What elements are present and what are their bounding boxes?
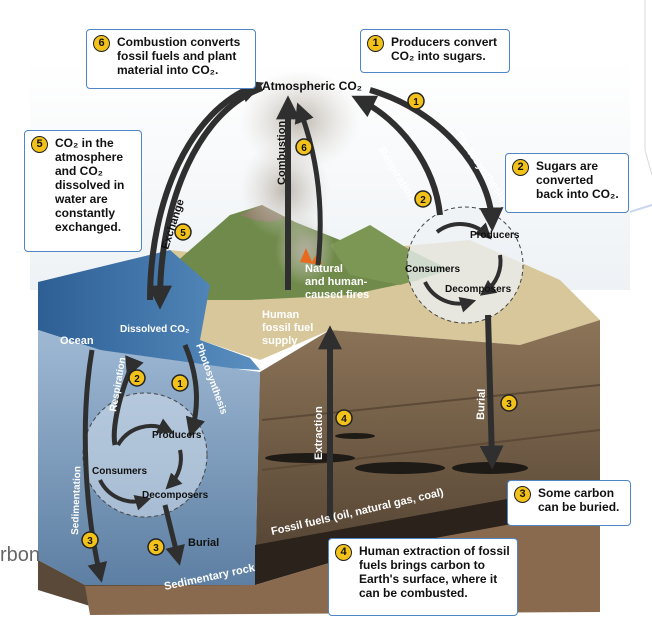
fossil-supply-line2: fossil fuel xyxy=(262,322,313,334)
ocean-cycle-arrow-top xyxy=(116,418,174,447)
fires-label-line2: and human- xyxy=(305,276,368,288)
ocean-label: Ocean xyxy=(60,335,94,347)
fossil-supply-line1: Human xyxy=(262,309,300,321)
callout-6-number: 6 xyxy=(93,35,110,52)
badge-3-sedimentation: 3 xyxy=(81,531,99,549)
fires-label-line3: caused fires xyxy=(305,289,369,301)
page-edge-line xyxy=(644,0,652,176)
svg-text:2: 2 xyxy=(134,374,140,385)
callout-2-text: Sugars are converted back into CO₂. xyxy=(536,159,619,201)
decomposers-land-label: Decomposers xyxy=(445,284,512,295)
photosynthesis-ocean-arrow xyxy=(182,344,206,438)
decomposers-ocean-label: Decomposers xyxy=(142,490,209,501)
producers-ocean-label: Producers xyxy=(152,430,202,441)
fossil-deposit-1 xyxy=(265,453,355,463)
svg-text:1: 1 xyxy=(413,97,419,108)
badge-3-burial: 3 xyxy=(147,538,165,556)
fossil-deposit-3 xyxy=(452,462,528,474)
callout-1-number: 1 xyxy=(367,35,384,52)
callout-2: 2 Sugars are converted back into CO₂. xyxy=(505,153,629,213)
svg-text:3: 3 xyxy=(153,543,159,554)
badge-1-land: 1 xyxy=(407,92,425,110)
dissolved-co2-label: Dissolved CO₂ xyxy=(120,324,189,335)
burial-ocean-arrow xyxy=(162,504,185,566)
photosynthesis-land-arrow xyxy=(369,87,504,232)
badge-6: 6 xyxy=(295,138,313,156)
soil-layer-2 xyxy=(261,429,601,471)
callout-3-number: 3 xyxy=(514,486,531,503)
ocean-cycle-arrow-right xyxy=(165,449,183,490)
fossil-supply-line3: supply xyxy=(262,335,298,347)
fires-label-line1: Natural xyxy=(305,263,343,275)
badge-2-ocean: 2 xyxy=(128,369,146,387)
combustion-label: Combustion xyxy=(276,121,288,185)
callout-6-text: Combustion converts fossil fuels and pla… xyxy=(117,35,241,77)
svg-text:6: 6 xyxy=(301,143,307,154)
exchange-arrow-up xyxy=(147,79,265,301)
svg-text:5: 5 xyxy=(180,228,186,239)
land-cycle-arrow-right xyxy=(479,254,503,296)
respiration-land-arrow xyxy=(351,95,443,216)
burial-land-arrow xyxy=(479,314,504,470)
badge-4: 4 xyxy=(335,409,353,427)
fire-smoke-arrow xyxy=(294,102,323,266)
callout-1-text: Producers convert CO₂ into sugars. xyxy=(391,35,498,63)
callout-3-text: Some carbon can be buried. xyxy=(538,486,620,514)
consumers-land-label: Consumers xyxy=(405,264,460,275)
callout-4-text: Human extraction of fossil fuels brings … xyxy=(359,544,510,600)
extraction-label: Extraction xyxy=(313,406,325,460)
respiration-ocean-arrow xyxy=(111,355,144,446)
soil-layer-1 xyxy=(261,384,601,421)
atmosphere-label: Atmospheric CO₂ xyxy=(262,79,362,93)
ocean-cycle-arrow-bottom xyxy=(98,479,152,511)
burial-land-label: Burial xyxy=(475,389,488,421)
fossil-deposit-2 xyxy=(355,462,445,474)
callout-2-number: 2 xyxy=(512,159,529,176)
producers-land-label: Producers xyxy=(470,230,520,241)
cropped-side-text: rbon xyxy=(0,544,41,566)
svg-text:3: 3 xyxy=(506,399,512,410)
fossil-deposit-4 xyxy=(335,433,375,439)
svg-text:2: 2 xyxy=(420,195,426,206)
svg-text:1: 1 xyxy=(177,379,183,390)
badge-3-land: 3 xyxy=(500,394,518,412)
burial-ocean-label: Burial xyxy=(188,537,219,549)
land-cycle-arrow-bottom xyxy=(423,281,477,313)
ocean-surface xyxy=(38,250,260,370)
consumers-ocean-label: Consumers xyxy=(92,466,147,477)
svg-text:3: 3 xyxy=(87,536,93,547)
badge-2-land: 2 xyxy=(414,190,432,208)
callout-5: 5 CO₂ in the atmosphere and CO₂ dissolve… xyxy=(24,130,142,252)
callout-4-number: 4 xyxy=(335,544,352,561)
callout-6: 6 Combustion converts fossil fuels and p… xyxy=(86,29,256,89)
sedimentation-arrow xyxy=(82,349,108,583)
callout-3: 3 Some carbon can be buried. xyxy=(507,480,631,526)
svg-text:4: 4 xyxy=(341,414,347,425)
callout-5-number: 5 xyxy=(31,136,48,153)
callout-4: 4 Human extraction of fossil fuels bring… xyxy=(328,538,518,616)
sedimentation-label: Sedimentation xyxy=(70,466,83,535)
callout-5-text: CO₂ in the atmosphere and CO₂ dissolved … xyxy=(55,136,125,234)
badge-1-ocean: 1 xyxy=(171,374,189,392)
callout-1: 1 Producers convert CO₂ into sugars. xyxy=(360,29,510,73)
badge-5: 5 xyxy=(174,223,192,241)
